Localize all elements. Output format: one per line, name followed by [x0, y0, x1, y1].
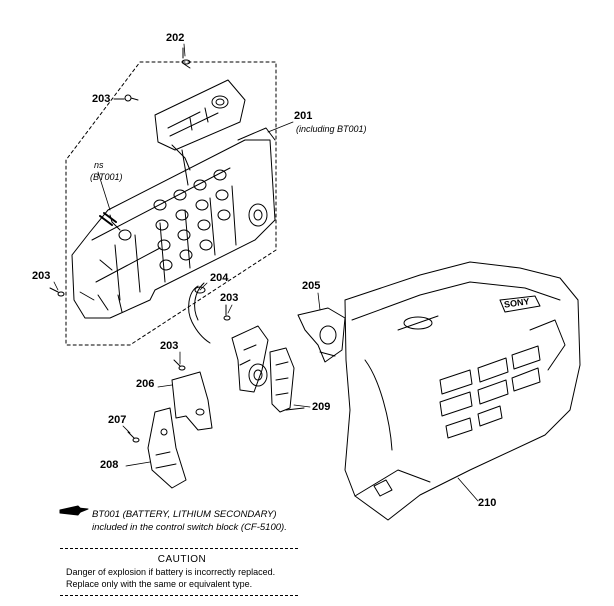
screw-203-left [49, 287, 65, 297]
battery-bt001 [99, 212, 117, 226]
sheet-206 [171, 371, 213, 431]
callout-205: 205 [302, 280, 321, 292]
callout-ns-ref: (BT001) [90, 172, 123, 182]
flex-cable-204 [188, 282, 211, 344]
caution-line1: Danger of explosion if battery is incorr… [66, 567, 276, 577]
callout-208: 208 [100, 459, 119, 471]
callout-210: 210 [478, 497, 497, 509]
callout-207: 207 [108, 414, 127, 426]
callout-203-top: 203 [92, 93, 111, 105]
screw-203-center [223, 304, 231, 321]
button-grid [153, 169, 231, 271]
assembly-boundary [65, 61, 277, 346]
callout-ns: ns [94, 160, 104, 170]
central-mechanism [231, 325, 269, 393]
bracket-208 [147, 407, 187, 489]
screw-202 [181, 47, 191, 69]
screw-203-top [113, 94, 139, 102]
bracket-205 [297, 307, 346, 363]
callout-206: 206 [136, 378, 155, 390]
battery-note: BT001 (BATTERY, LITHIUM SECONDARY) inclu… [92, 508, 287, 534]
callout-209: 209 [312, 401, 331, 413]
callout-201: 201 [294, 110, 313, 122]
callout-203-left: 203 [32, 270, 51, 282]
bracket-209 [269, 347, 305, 413]
control-switch-block-201 [71, 127, 276, 319]
screw-207 [127, 431, 140, 443]
cabinet-210 [344, 261, 581, 521]
screw-203-lower [173, 359, 186, 371]
battery-note-line1: BT001 (BATTERY, LITHIUM SECONDARY) [92, 509, 277, 520]
callout-201-note: (including BT001) [296, 124, 367, 134]
caution-title: CAUTION [157, 554, 207, 565]
caution-box: CAUTION Danger of explosion if battery i… [60, 548, 298, 596]
caution-line2: Replace only with the same or equivalent… [66, 579, 253, 589]
pointer-arrow-icon [59, 505, 89, 516]
top-circuit-board [154, 79, 246, 186]
leader-lines [53, 43, 479, 502]
battery-note-line2: included in the control switch block (CF… [92, 522, 287, 533]
callout-204: 204 [210, 272, 229, 284]
callout-203-lower: 203 [160, 340, 179, 352]
callout-203-center: 203 [220, 292, 239, 304]
callout-202: 202 [166, 32, 185, 44]
